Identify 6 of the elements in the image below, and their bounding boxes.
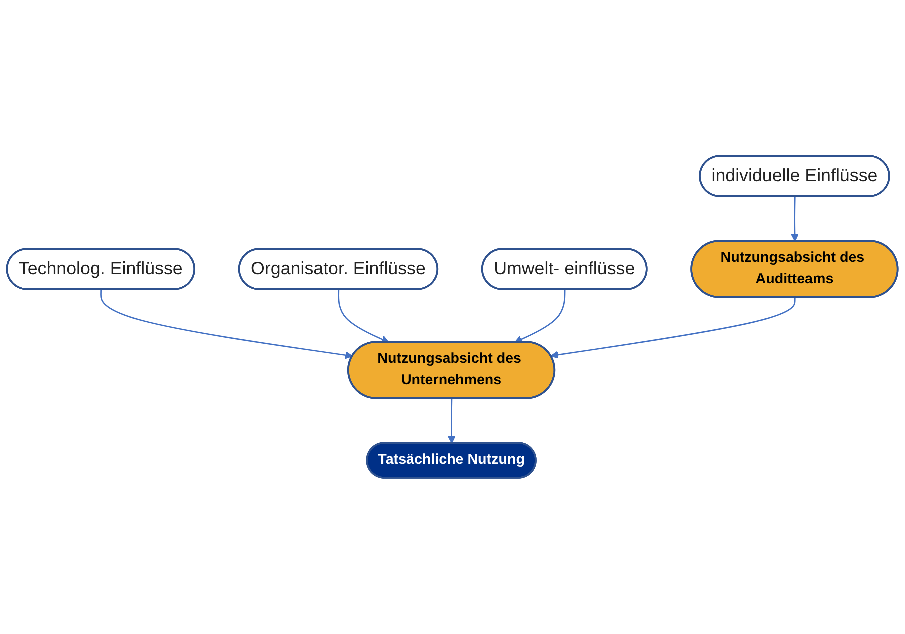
arrow: [448, 398, 456, 444]
arrow: [550, 298, 796, 359]
arrow: [100, 290, 354, 360]
arrow: [514, 290, 566, 344]
arrow: [791, 196, 799, 242]
arrow: [338, 290, 390, 344]
